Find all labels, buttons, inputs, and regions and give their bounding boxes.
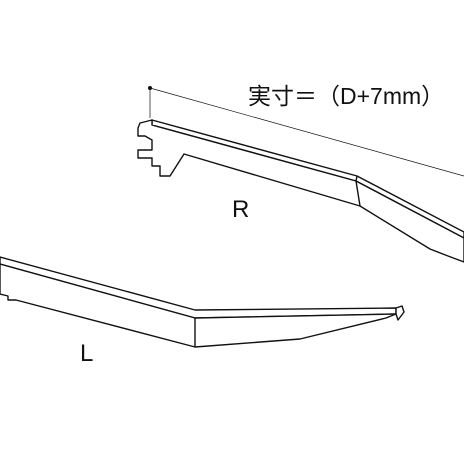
left-label: L xyxy=(80,340,93,367)
bracket-left xyxy=(0,256,405,348)
bracket-right xyxy=(137,119,464,263)
right-label: R xyxy=(232,196,249,223)
bracket-right-bend-edge xyxy=(355,175,358,182)
bracket-left-end-hook xyxy=(395,305,405,321)
bracket-right-bend-line xyxy=(355,180,361,207)
dimension-line xyxy=(149,87,464,177)
dimension-annotation: 実寸＝（D+7mm） xyxy=(148,83,464,177)
dimension-label: 実寸＝（D+7mm） xyxy=(248,83,444,109)
bracket-right-web xyxy=(137,119,464,263)
